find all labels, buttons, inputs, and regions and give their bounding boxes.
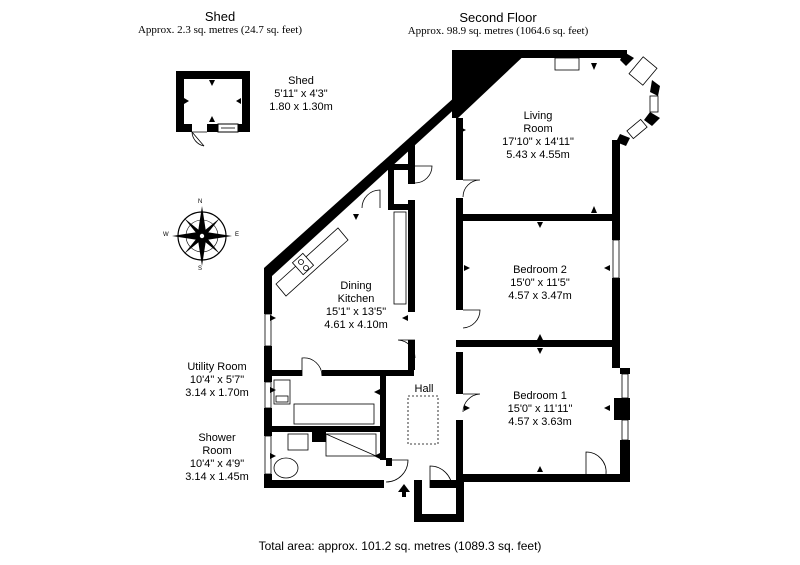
shed-header-area: Approx. 2.3 sq. metres (24.7 sq. feet)	[137, 24, 303, 36]
compass-w-label: W	[163, 232, 169, 238]
room-label-bedroom2: Bedroom 2 15'0" x 11'5" 4.57 x 3.47m	[508, 264, 572, 302]
room-label-shed: Shed 5'11" x 4'3" 1.80 x 1.30m	[269, 75, 333, 113]
room-label-hall: Hall	[414, 383, 434, 395]
room-label-utility: Utility Room 10'4" x 5'7" 3.14 x 1.70m	[185, 361, 249, 399]
compass-n-label: N	[198, 199, 203, 205]
main-floor-walls	[264, 50, 660, 522]
dimension-arrows	[270, 63, 610, 497]
room-label-bedroom1: Bedroom 1 15'0" x 11'11" 4.57 x 3.63m	[507, 390, 573, 428]
room-label-living: Living Room 17'10" x 14'11" 5.43 x 4.55m	[502, 110, 574, 161]
fixtures	[273, 211, 439, 479]
compass-rose	[172, 206, 232, 266]
room-label-shower: Shower Room 10'4" x 4'9" 3.14 x 1.45m	[185, 432, 249, 483]
floor-header-title: Second Floor	[459, 10, 537, 25]
compass-s-label: S	[198, 266, 203, 272]
total-area: Total area: approx. 101.2 sq. metres (10…	[258, 539, 542, 553]
doors	[301, 165, 607, 489]
floor-header-area: Approx. 98.9 sq. metres (1064.6 sq. feet…	[407, 25, 589, 37]
compass-e-label: E	[235, 232, 240, 238]
shed-plan	[176, 71, 250, 147]
shed-header-title: Shed	[204, 9, 236, 24]
room-label-dining: Dining Kitchen 15'1" x 13'5" 4.61 x 4.10…	[324, 280, 388, 331]
